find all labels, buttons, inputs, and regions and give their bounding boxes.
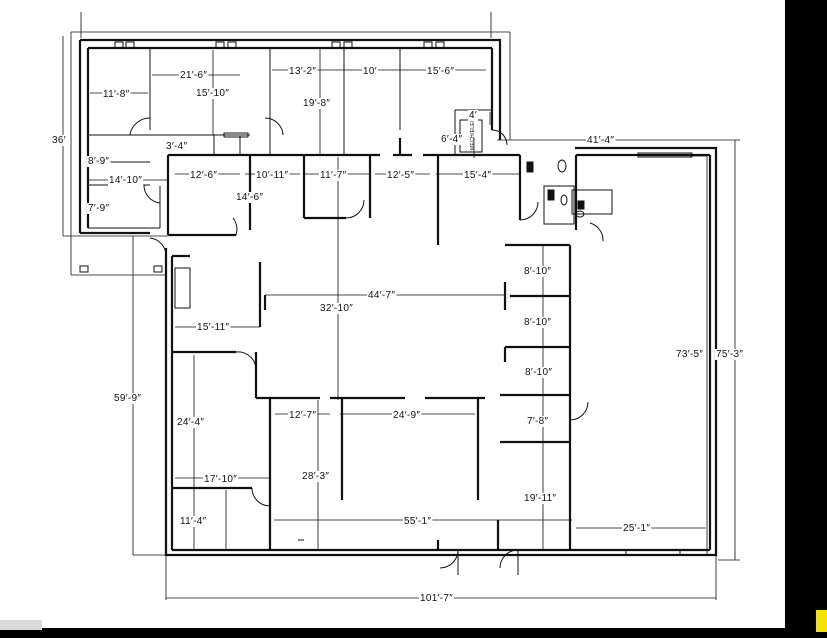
label-backdrop	[195, 88, 231, 99]
dim-75-3: 75′-3″	[716, 349, 743, 360]
label-backdrop	[179, 516, 208, 527]
dim-7-9: 7′-9″	[88, 203, 110, 214]
label-backdrop	[526, 416, 550, 427]
dim-11-4: 11′-4″	[180, 516, 207, 527]
label-backdrop	[715, 349, 745, 360]
label-backdrop	[189, 170, 219, 181]
dim-12-7: 12′-7″	[289, 410, 316, 421]
dim-19-8: 19′-8″	[303, 98, 330, 109]
dim-4: 4′	[469, 110, 477, 121]
label-backdrop	[288, 410, 318, 421]
label-backdrop	[288, 66, 318, 77]
dim-15-4: 15′-4″	[464, 170, 491, 181]
label-backdrop	[179, 70, 209, 81]
label-backdrop	[113, 393, 143, 404]
exterior-walls	[78, 38, 718, 557]
window-notches	[79, 41, 693, 556]
dim-12-5: 12′-5″	[387, 170, 414, 181]
label-backdrop	[524, 367, 554, 378]
dimension-labels: 11′-8″ 21′-6″ 15′-10″ 13′-2″ 10′ 15′-6″ …	[51, 66, 745, 604]
label-backdrop	[108, 175, 144, 186]
label-backdrop	[426, 66, 456, 77]
dim-8-10-c: 8′-10″	[525, 367, 552, 378]
corner-marker	[816, 610, 827, 632]
dim-55-1: 55′-1″	[404, 516, 431, 527]
dim-7-8: 7′-8″	[527, 416, 549, 427]
dim-14-6: 14′-6″	[236, 192, 263, 203]
label-backdrop	[440, 134, 464, 145]
label-backdrop	[386, 170, 416, 181]
dim-11-7: 11′-7″	[320, 170, 347, 181]
label-backdrop	[319, 170, 348, 181]
label-backdrop	[165, 141, 189, 152]
dim-14-10: 14′-10″	[109, 175, 142, 186]
dim-15-11: 15′-11″	[197, 322, 230, 333]
dim-8-9: 8′-9″	[88, 156, 110, 167]
dim-3-4: 3′-4″	[166, 141, 188, 152]
dim-25-1: 25′-1″	[623, 523, 650, 534]
label-backdrop	[468, 110, 479, 121]
label-backdrop	[102, 89, 131, 100]
label-backdrop	[87, 203, 111, 214]
label-backdrop	[87, 156, 111, 167]
dim-6-4: 6′-4″	[441, 134, 463, 145]
dim-24-9: 24′-9″	[393, 410, 420, 421]
label-backdrop	[255, 170, 290, 181]
dim-24-4: 24′-4″	[177, 417, 204, 428]
right-sidebar	[785, 0, 827, 638]
bottom-left-tab	[0, 620, 42, 630]
right-offices-walls	[436, 243, 572, 550]
label-backdrop	[176, 417, 206, 428]
label-backdrop	[367, 290, 397, 301]
label-backdrop	[319, 303, 355, 314]
dim-73-5: 73′-5″	[676, 349, 703, 360]
label-backdrop	[362, 66, 378, 77]
label-backdrop	[586, 135, 616, 146]
label-backdrop	[392, 410, 422, 421]
label-backdrop	[203, 474, 239, 485]
left-wing-walls	[172, 254, 507, 550]
door-swings	[129, 117, 604, 575]
dim-59-9: 59′-9″	[114, 393, 141, 404]
dim-19-11: 19′-11″	[524, 493, 557, 504]
dim-41-4: 41′-4″	[587, 135, 614, 146]
dimension-lines	[62, 12, 740, 600]
label-backdrop	[51, 135, 67, 146]
label-backdrop	[622, 523, 652, 534]
label-backdrop	[419, 593, 455, 604]
dim-8-10-a: 8′-10″	[524, 266, 551, 277]
equipment-label: MECH/ELEC	[470, 118, 476, 150]
label-backdrop	[523, 266, 553, 277]
restroom-block	[526, 159, 613, 225]
dim-15-10: 15′-10″	[196, 88, 229, 99]
label-backdrop	[523, 493, 558, 504]
dim-32-10: 32′-10″	[320, 303, 353, 314]
label-backdrop	[675, 349, 705, 360]
dim-36: 36′	[52, 135, 66, 146]
dim-28-3: 28′-3″	[302, 471, 329, 482]
label-backdrop	[302, 98, 332, 109]
dim-10: 10′	[363, 66, 377, 77]
label-backdrop	[0, 0, 33, 2]
dim-101-7: 101′-7″	[420, 593, 453, 604]
dim-11-8: 11′-8″	[103, 89, 130, 100]
label-backdrop	[235, 192, 265, 203]
dim-13-2: 13′-2″	[289, 66, 316, 77]
dim-8-10-b: 8′-10″	[524, 317, 551, 328]
corridor-walls	[166, 138, 522, 245]
dim-17-10: 17′-10″	[204, 474, 237, 485]
label-backdrop	[403, 516, 433, 527]
label-backdrop	[301, 471, 331, 482]
dim-15-6: 15′-6″	[427, 66, 454, 77]
bottom-bar	[0, 628, 827, 638]
label-backdrop	[523, 317, 553, 328]
dim-21-6: 21′-6″	[180, 70, 207, 81]
label-backdrop	[196, 322, 231, 333]
dim-44-7: 44′-7″	[368, 290, 395, 301]
upper-suite-walls	[88, 48, 492, 229]
label-backdrop	[463, 170, 493, 181]
dim-12-6: 12′-6″	[190, 170, 217, 181]
dim-10-11: 10′-11″	[256, 170, 289, 181]
